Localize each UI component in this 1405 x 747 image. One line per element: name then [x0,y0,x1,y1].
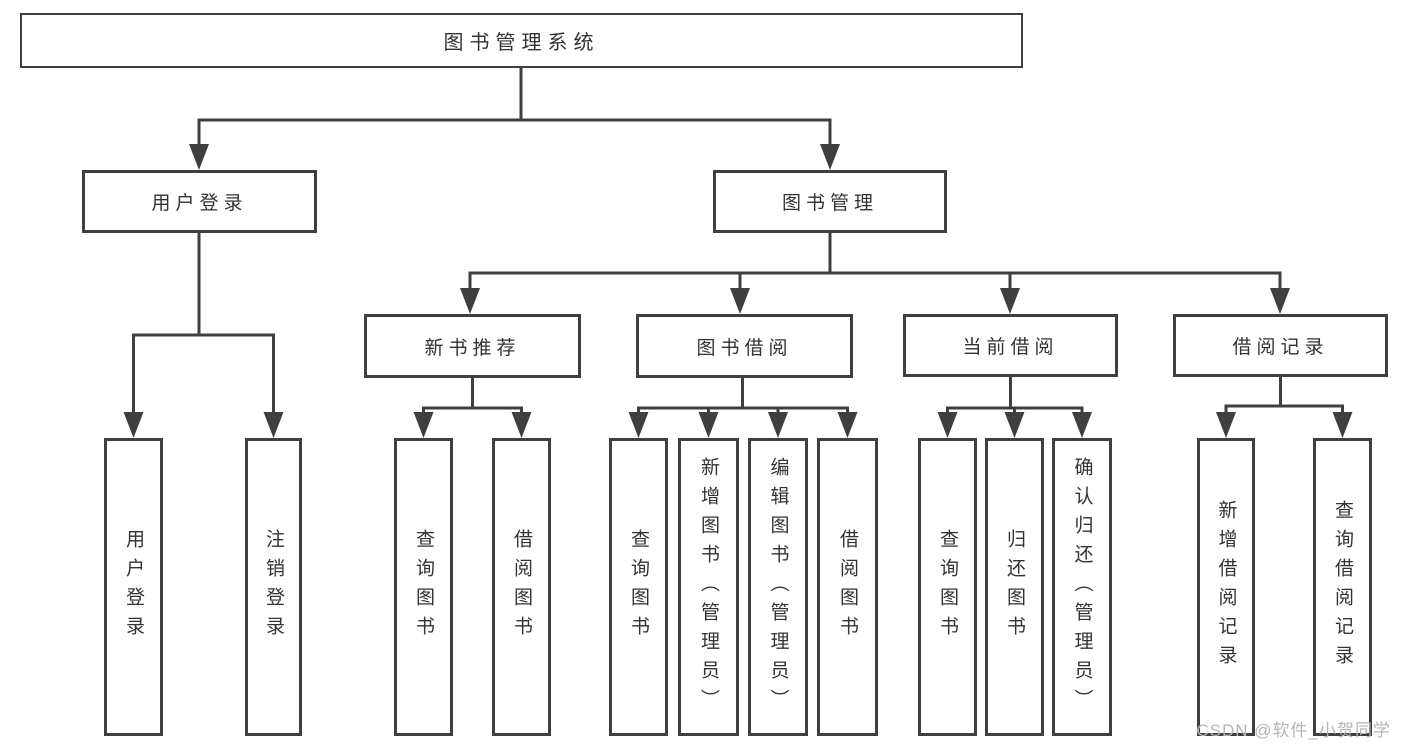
arrowhead [1072,412,1092,438]
node-book-management: 图书管理 [713,170,947,233]
connector-user-login-to-leaves [123,233,284,438]
connector-book-borrow-to-leaves [628,378,858,438]
line [468,271,1282,290]
arrowhead [511,412,532,438]
leaf-label: 确认归还（管理员） [1071,456,1093,718]
arrowhead [413,412,434,438]
arrowhead [1270,288,1290,314]
connector-new-book-to-leaves [413,378,532,438]
node-book-borrow: 图书借阅 [636,314,853,378]
leaf-edit-books-admin: 编辑图书（管理员） [748,438,808,736]
leaf-query-books-3: 查询图书 [918,438,977,736]
leaf-label: 注销登录 [263,529,284,645]
line [197,118,832,146]
leaf-label: 查询图书 [413,529,434,645]
node-library-system: 图书管理系统 [20,13,1023,68]
line [422,406,523,413]
leaf-label: 新增图书（管理员） [698,456,719,718]
leaf-add-books-admin: 新增图书（管理员） [678,438,739,736]
leaf-label: 借阅图书 [511,529,532,645]
leaf-query-books-1: 查询图书 [394,438,453,736]
line [132,333,275,413]
node-current-borrow: 当前借阅 [903,314,1118,377]
node-borrow-records: 借阅记录 [1173,314,1388,377]
arrowhead [698,412,719,438]
leaf-label: 查询图书 [937,529,958,645]
leaf-label: 用户登录 [123,529,144,645]
connector-root-to-level2 [189,68,840,170]
line [637,406,849,413]
arrowhead [1000,288,1020,314]
leaf-label: 编辑图书（管理员） [767,456,789,718]
leaf-query-books-2: 查询图书 [609,438,668,736]
arrowhead [1004,412,1025,438]
line [1224,404,1344,413]
leaf-label: 借阅图书 [837,529,858,645]
leaf-confirm-return-admin: 确认归还（管理员） [1052,438,1112,736]
node-new-book-recommend: 新书推荐 [364,314,581,378]
leaf-borrow-books-2: 借阅图书 [817,438,878,736]
arrowhead [1332,412,1353,438]
arrowhead [263,412,284,438]
leaf-label: 查询借阅记录 [1332,500,1353,674]
leaf-add-borrow-record: 新增借阅记录 [1197,438,1255,736]
leaf-logout-login: 注销登录 [245,438,302,736]
arrowhead [730,288,750,314]
arrowhead [123,412,144,438]
leaf-label: 新增借阅记录 [1215,500,1237,674]
watermark-text: CSDN @软件_小贺同学 [1196,721,1391,740]
leaf-return-books: 归还图书 [985,438,1044,736]
arrowhead [628,412,649,438]
arrowhead [937,412,958,438]
arrowhead [768,412,788,438]
leaf-query-borrow-record: 查询借阅记录 [1313,438,1372,736]
arrowhead [1216,412,1236,438]
arrowhead [820,144,840,170]
node-user-login: 用户登录 [82,170,317,233]
arrowhead [460,288,480,314]
connector-book-management-to-level3 [460,233,1290,314]
connector-current-borrow-to-leaves [937,377,1092,438]
leaf-borrow-books-1: 借阅图书 [492,438,551,736]
arrowhead [837,412,858,438]
connector-borrow-records-to-leaves [1216,377,1353,438]
leaf-user-login: 用户登录 [104,438,163,736]
arrowhead [189,144,209,170]
leaf-label: 归还图书 [1004,529,1025,645]
leaf-label: 查询图书 [628,529,649,645]
